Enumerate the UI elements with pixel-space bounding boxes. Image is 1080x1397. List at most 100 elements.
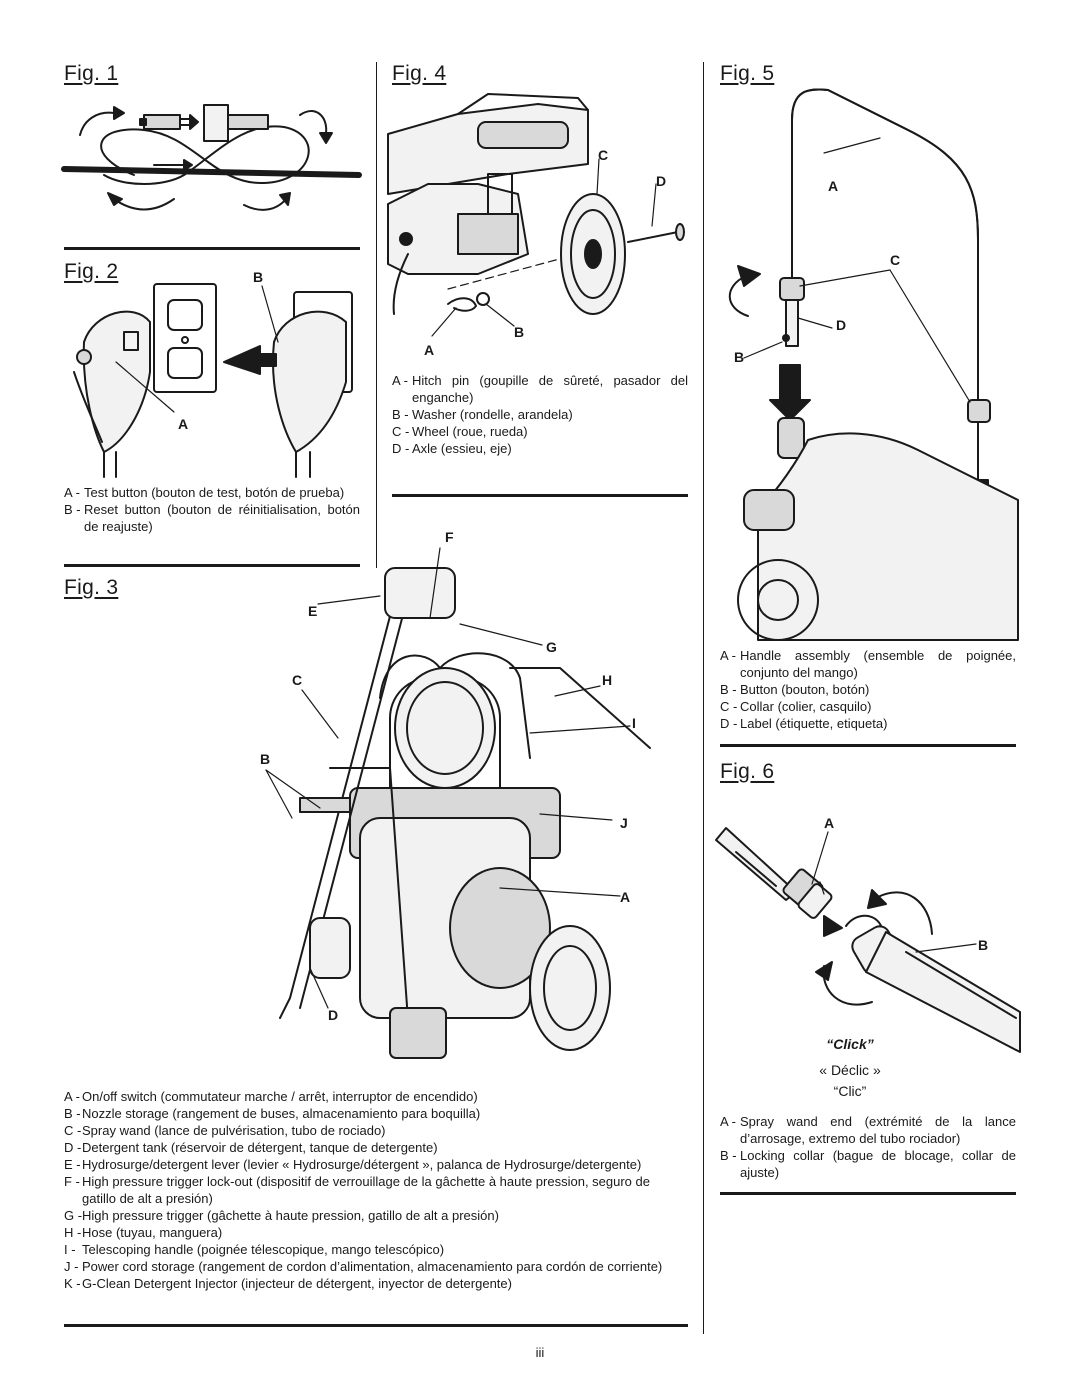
fig4-title: Fig. 4 xyxy=(392,62,447,85)
fig2-title: Fig. 2 xyxy=(64,260,119,283)
click-label-spanish: “Clic” xyxy=(833,1083,867,1099)
legend-item: D -Axle (essieu, eje) xyxy=(392,440,688,457)
legend-key: B - xyxy=(720,682,737,697)
fig4-illustration: C D A B xyxy=(387,93,685,358)
fig6-title: Fig. 6 xyxy=(720,760,775,783)
legend-text: Locking collar (bague de blocage, collar… xyxy=(740,1148,1016,1180)
legend-key: D - xyxy=(64,1140,82,1155)
legend-key: B - xyxy=(720,1148,737,1163)
legend-item: C -Collar (colier, casquilo) xyxy=(720,698,1016,715)
legend-item: B -Button (bouton, botón) xyxy=(720,681,1016,698)
legend-text: Reset button (bouton de réinitialisation… xyxy=(84,502,360,534)
legend-key: J - xyxy=(64,1259,79,1274)
legend-item: B -Washer (rondelle, arandela) xyxy=(392,406,688,423)
legend-key: G - xyxy=(64,1208,83,1223)
fig3-callout-e: E xyxy=(308,603,317,619)
legend-text: Handle assembly (ensemble de poignée, co… xyxy=(740,648,1016,680)
legend-text: Wheel (roue, rueda) xyxy=(412,424,528,439)
legend-item: A - Handle assembly (ensemble de poignée,… xyxy=(720,647,1016,681)
legend-key: B - xyxy=(64,502,81,517)
legend-item: B -Locking collar (bague de blocage, col… xyxy=(720,1147,1016,1181)
legend-item: K -G-Clean Detergent Injector (injecteur… xyxy=(64,1275,686,1292)
fig5-divider xyxy=(720,744,1016,747)
fig3-callout-h: H xyxy=(602,672,612,688)
legend-item: J -Power cord storage (rangement de cord… xyxy=(64,1258,686,1275)
column-divider-left xyxy=(376,62,377,568)
fig3-illustration: F E G C H I B J A D xyxy=(260,529,651,1059)
page-number: iii xyxy=(535,1345,545,1360)
legend-text: Hydrosurge/detergent lever (levier « Hyd… xyxy=(82,1157,642,1172)
legend-key: D - xyxy=(392,441,410,456)
fig3-title: Fig. 3 xyxy=(64,576,119,599)
legend-item: D -Detergent tank (réservoir de détergen… xyxy=(64,1139,686,1156)
fig2-callout-b: B xyxy=(253,269,263,285)
legend-key: D - xyxy=(720,716,738,731)
fig3-legend: A -On/off switch (commutateur marche / a… xyxy=(64,1088,686,1292)
legend-text: G-Clean Detergent Injector (injecteur de… xyxy=(82,1276,512,1291)
click-label-english: “Click” xyxy=(826,1036,874,1052)
fig5-callout-c: C xyxy=(890,252,900,268)
column-divider-right xyxy=(703,62,704,1334)
legend-key: A - xyxy=(64,1089,80,1104)
legend-key: A - xyxy=(720,648,736,663)
fig2-callout-a: A xyxy=(178,416,188,432)
legend-text: High pressure trigger (gâchette à haute … xyxy=(82,1208,499,1223)
legend-item: A -Spray wand end (extrémité de la lance… xyxy=(720,1113,1016,1147)
legend-key: B - xyxy=(64,1106,81,1121)
fig5-callout-b: B xyxy=(734,349,744,365)
fig3-callout-g: G xyxy=(546,639,557,655)
legend-item: C -Spray wand (lance de pulvérisation, t… xyxy=(64,1122,686,1139)
legend-item: F -High pressure trigger lock-out (dispo… xyxy=(64,1173,686,1207)
legend-key: A - xyxy=(392,373,408,388)
legend-text: Spray wand end (extrémité de la lance d’… xyxy=(740,1114,1016,1146)
legend-key: I - xyxy=(64,1242,76,1257)
legend-text: Nozzle storage (rangement de buses, alma… xyxy=(82,1106,481,1121)
legend-text: Telescoping handle (poignée télescopique… xyxy=(82,1242,445,1257)
fig3-callout-c: C xyxy=(292,672,302,688)
legend-key: A - xyxy=(64,485,80,500)
fig3-callout-a: A xyxy=(620,889,630,905)
legend-item: C -Wheel (roue, rueda) xyxy=(392,423,688,440)
legend-item: H -Hose (tuyau, manguera) xyxy=(64,1224,686,1241)
legend-text: Spray wand (lance de pulvérisation, tubo… xyxy=(82,1123,386,1138)
fig5-callout-d: D xyxy=(836,317,846,333)
legend-text: Washer (rondelle, arandela) xyxy=(412,407,573,422)
legend-text: Button (bouton, botón) xyxy=(740,682,870,697)
fig3-callout-d: D xyxy=(328,1007,338,1023)
legend-key: C - xyxy=(64,1123,82,1138)
fig3-callout-f: F xyxy=(445,529,454,545)
legend-text: Label (étiquette, etiqueta) xyxy=(740,716,888,731)
fig4-callout-b: B xyxy=(514,324,524,340)
legend-item: A -Test button (bouton de test, botón de… xyxy=(64,484,360,501)
legend-text: Hitch pin (goupille de sûreté, pasador d… xyxy=(412,373,688,405)
fig6-callout-b: B xyxy=(978,937,988,953)
fig5-callout-a: A xyxy=(828,178,838,194)
fig2-legend: A -Test button (bouton de test, botón de… xyxy=(64,484,360,535)
fig6-divider xyxy=(720,1192,1016,1195)
legend-key: C - xyxy=(392,424,410,439)
legend-text: Hose (tuyau, manguera) xyxy=(82,1225,223,1240)
fig3-callout-j: J xyxy=(620,815,628,831)
fig3-callout-b: B xyxy=(260,751,270,767)
legend-item: D -Label (étiquette, etiqueta) xyxy=(720,715,1016,732)
fig4-divider xyxy=(392,494,688,497)
legend-item: B -Nozzle storage (rangement de buses, a… xyxy=(64,1105,686,1122)
fig3-divider xyxy=(64,1324,688,1327)
legend-item: I - Telescoping handle (poignée télescopi… xyxy=(64,1241,686,1258)
fig6-callout-a: A xyxy=(824,815,834,831)
legend-key: K - xyxy=(64,1276,81,1291)
legend-item: E -Hydrosurge/detergent lever (levier « … xyxy=(64,1156,686,1173)
legend-key: F - xyxy=(64,1174,80,1189)
fig1-title: Fig. 1 xyxy=(64,62,119,85)
legend-item: B -Reset button (bouton de réinitialisat… xyxy=(64,501,360,535)
fig1-divider xyxy=(64,247,360,250)
legend-text: Axle (essieu, eje) xyxy=(412,441,512,456)
fig5-legend: A - Handle assembly (ensemble de poignée,… xyxy=(720,647,1016,732)
legend-text: Power cord storage (rangement de cordon … xyxy=(82,1259,663,1274)
legend-key: H - xyxy=(64,1225,82,1240)
legend-text: Collar (colier, casquilo) xyxy=(740,699,872,714)
fig2-illustration: A B xyxy=(73,269,353,478)
fig4-legend: A - Hitch pin (goupille de sûreté, pasado… xyxy=(392,372,688,457)
fig5-title: Fig. 5 xyxy=(720,62,775,85)
legend-key: E - xyxy=(64,1157,81,1172)
